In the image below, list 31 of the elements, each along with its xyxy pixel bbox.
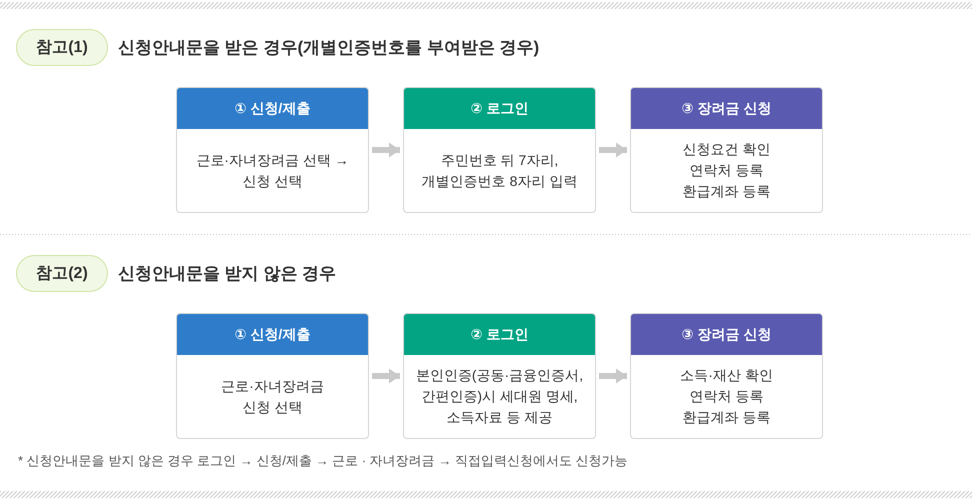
- step-header: ③ 장려금 신청: [631, 88, 822, 129]
- section-tag: 참고(2): [16, 255, 108, 292]
- section-heading: 신청안내문을 받지 않은 경우: [118, 262, 336, 284]
- step-card: [630, 313, 823, 439]
- arrow: [599, 144, 627, 156]
- step-header: ② 로그인: [404, 314, 595, 355]
- arrow: [372, 144, 400, 156]
- step-description: 신청요건 확인: [682, 140, 770, 159]
- section-heading: 신청안내문을 받은 경우(개별인증번호를 부여받은 경우): [118, 36, 540, 58]
- arrow: [599, 370, 627, 382]
- step-card: [630, 87, 823, 213]
- step-card: [176, 87, 369, 213]
- step-description: 주민번호 뒤 7자리, 개별인증번호 8자리 입력: [420, 150, 578, 190]
- step-card: [403, 87, 596, 213]
- footnote: * 신청안내문을 받지 않은 경우 로그인 → 신청/제출 → 근로 · 자녀장려금 → 직접입력신청에서도 신청가능: [18, 452, 628, 470]
- step-description: 근로·자녀장려금 신청 선택: [220, 376, 325, 416]
- step-description: 환급계좌 등록: [682, 182, 770, 201]
- step-description: 연락처 등록: [690, 161, 764, 180]
- step-card: [176, 313, 369, 439]
- arrow: [372, 370, 400, 382]
- step-description: 본인인증(공동·금융인증서, 간편인증)시 세대원 명세, 소득자료 등 제공: [414, 366, 584, 427]
- step-description: 환급계좌 등록: [682, 408, 770, 427]
- step-description: 연락처 등록: [690, 387, 764, 406]
- step-header: ② 로그인: [404, 88, 595, 129]
- step-description: 근로·자녀장려금 선택 → 신청 선택: [195, 150, 350, 190]
- step-card: [403, 313, 596, 439]
- section-tag: 참고(1): [16, 29, 108, 66]
- step-description: 소득·재산 확인: [680, 366, 773, 385]
- step-header: ① 신청/제출: [177, 88, 368, 129]
- step-header: ③ 장려금 신청: [631, 314, 822, 355]
- step-header: ① 신청/제출: [177, 314, 368, 355]
